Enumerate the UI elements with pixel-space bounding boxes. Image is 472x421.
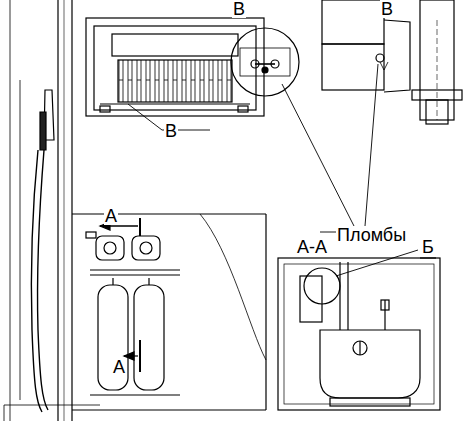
seal-label: Пломбы <box>336 226 407 244</box>
view-label: Б <box>421 238 435 256</box>
view-label: А-А <box>296 238 328 256</box>
view-label: В <box>232 0 246 18</box>
view-label: А <box>112 358 126 376</box>
view-label: В <box>164 122 178 140</box>
view-label: А <box>104 207 118 225</box>
view-label: В <box>380 0 394 18</box>
